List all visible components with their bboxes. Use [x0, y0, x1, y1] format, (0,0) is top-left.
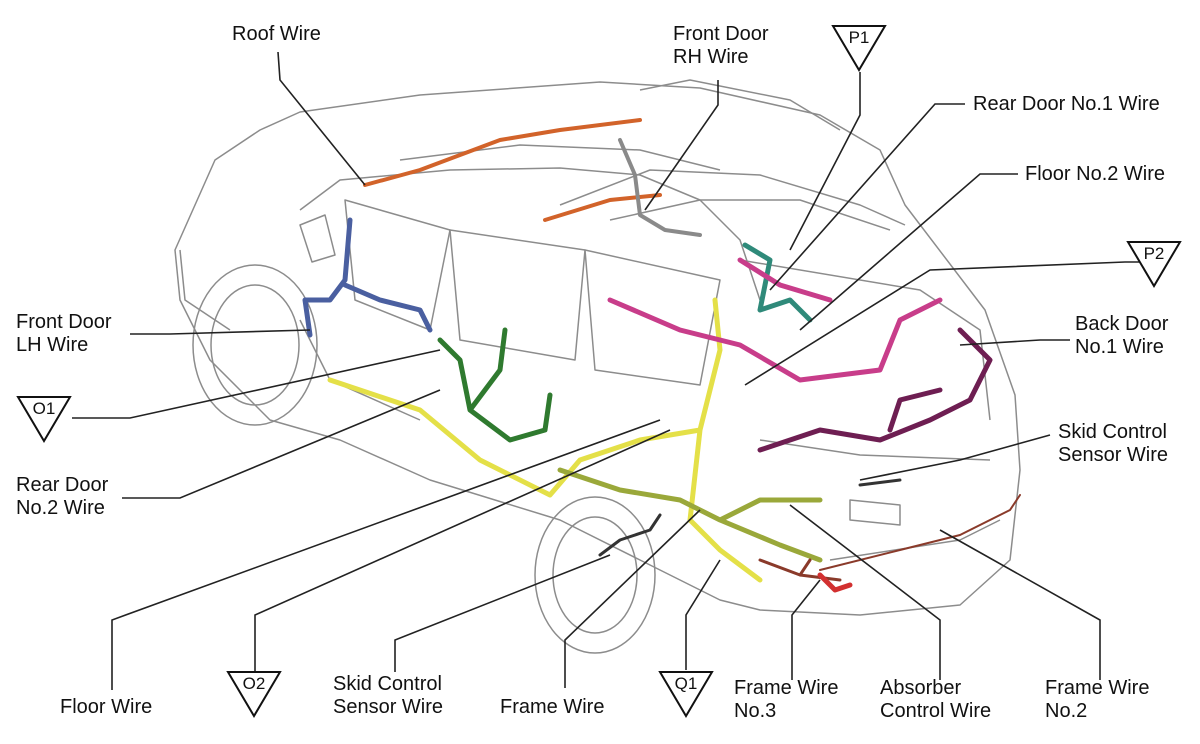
roof-wire-harness [363, 118, 662, 222]
label-front-door-lh-wire: Front Door LH Wire [16, 311, 112, 356]
skid-control-sensor-wire-harness [598, 478, 902, 557]
frame-wire-no2-harness [819, 494, 1021, 571]
floor-wire-harness [327, 297, 763, 583]
frame-wire-no3-harness [817, 572, 853, 593]
rear-door-no1-wire-harness [742, 242, 813, 323]
label-front-door-rh-wire: Front Door RH Wire [673, 23, 769, 68]
front-door-lh-wire-harness [302, 217, 433, 338]
label-frame-wire-no3: Frame Wire No.3 [734, 677, 839, 722]
tag-o2: O2 [226, 670, 282, 718]
rear-left-wheel [534, 496, 656, 654]
triangle-marker-icon [1126, 241, 1182, 288]
label-rear-door-no2-wire: Rear Door No.2 Wire [16, 474, 109, 519]
tag-p2: P2 [1126, 240, 1182, 288]
wheels [192, 264, 656, 654]
label-floor-wire: Floor Wire [60, 696, 153, 718]
vehicle-outline [174, 79, 1021, 616]
label-back-door-no1-wire: Back Door No.1 Wire [1075, 313, 1169, 358]
label-frame-wire: Frame Wire [500, 696, 605, 718]
rear-door-no2-wire-harness [437, 327, 553, 443]
tag-o1: O1 [16, 395, 72, 443]
label-absorber-control-wire: Absorber Control Wire [880, 677, 992, 722]
tag-q1: Q1 [658, 670, 714, 718]
leader-lines [72, 51, 1150, 690]
back-door-no1-wire-harness [757, 327, 993, 453]
label-roof-wire: Roof Wire [232, 23, 321, 45]
triangle-marker-icon [831, 25, 887, 72]
floor-no2-wire-harness [607, 257, 943, 383]
absorber-control-wire-harness [758, 558, 842, 582]
label-skid-control-sensor-wire-bottom: Skid Control Sensor Wire [333, 673, 444, 718]
front-door-rh-wire-harness [618, 138, 702, 237]
wire-harnesses [302, 118, 1021, 593]
front-left-wheel [192, 264, 318, 426]
triangle-marker-icon [658, 671, 714, 718]
label-rear-door-no1-wire: Rear Door No.1 Wire [973, 93, 1160, 115]
triangle-marker-icon [16, 396, 72, 443]
triangle-marker-icon [226, 671, 282, 718]
label-skid-control-sensor-wire-right: Skid Control Sensor Wire [1058, 421, 1169, 466]
tag-p1: P1 [831, 24, 887, 72]
label-floor-no2-wire: Floor No.2 Wire [1025, 163, 1166, 185]
label-frame-wire-no2: Frame Wire No.2 [1045, 677, 1150, 722]
